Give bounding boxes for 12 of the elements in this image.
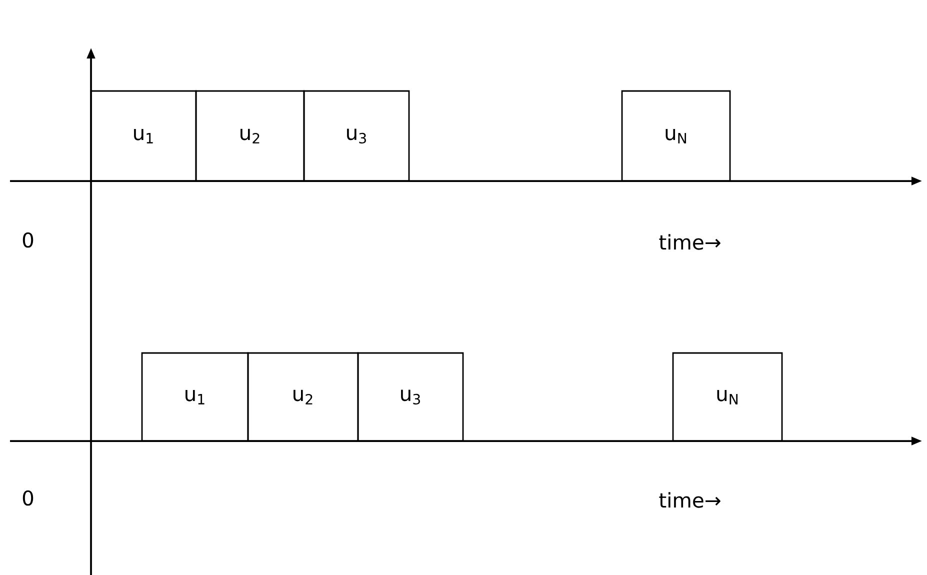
slot-box: u$_{2}$ bbox=[247, 352, 359, 442]
slot-box: u$_{N}$ bbox=[621, 90, 731, 182]
slot-box: u$_{1}$ bbox=[141, 352, 249, 442]
axis-label: time→ bbox=[659, 234, 720, 250]
slot-box: u$_{3}$ bbox=[303, 90, 410, 182]
slot-box: u$_{1}$ bbox=[90, 90, 197, 182]
slot-box: u$_{2}$ bbox=[195, 90, 305, 182]
slot-box: u$_{3}$ bbox=[357, 352, 464, 442]
axis-label: time→ bbox=[659, 492, 720, 508]
axis-label: 0 bbox=[22, 232, 34, 248]
slot-box: u$_{N}$ bbox=[672, 352, 783, 442]
axis-label: 0 bbox=[22, 490, 34, 506]
